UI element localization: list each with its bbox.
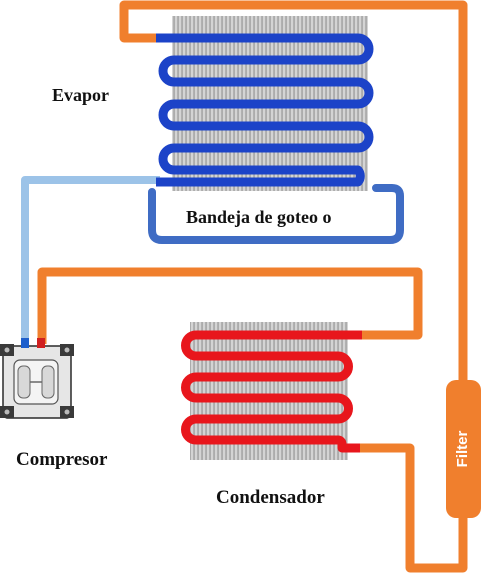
evaporator-label: Evapor (52, 85, 109, 105)
evaporator-coil (156, 33, 374, 187)
filter-label: Filter (454, 431, 471, 468)
filter-drier-icon (446, 380, 481, 518)
refrigerant-pipe-high-side (37, 0, 468, 573)
filter-drier: Filter (446, 380, 481, 518)
suction-line-pipe (21, 176, 160, 344)
drip-tray-label: Bandeja de goteo o (186, 207, 332, 227)
condenser (181, 322, 362, 460)
condenser-coil (181, 330, 362, 453)
compressor-label: Compresor (16, 449, 108, 470)
evaporator (156, 16, 374, 191)
drip-tray (148, 184, 404, 244)
condenser-label: Condensador (216, 487, 325, 508)
compressor (0, 338, 74, 419)
